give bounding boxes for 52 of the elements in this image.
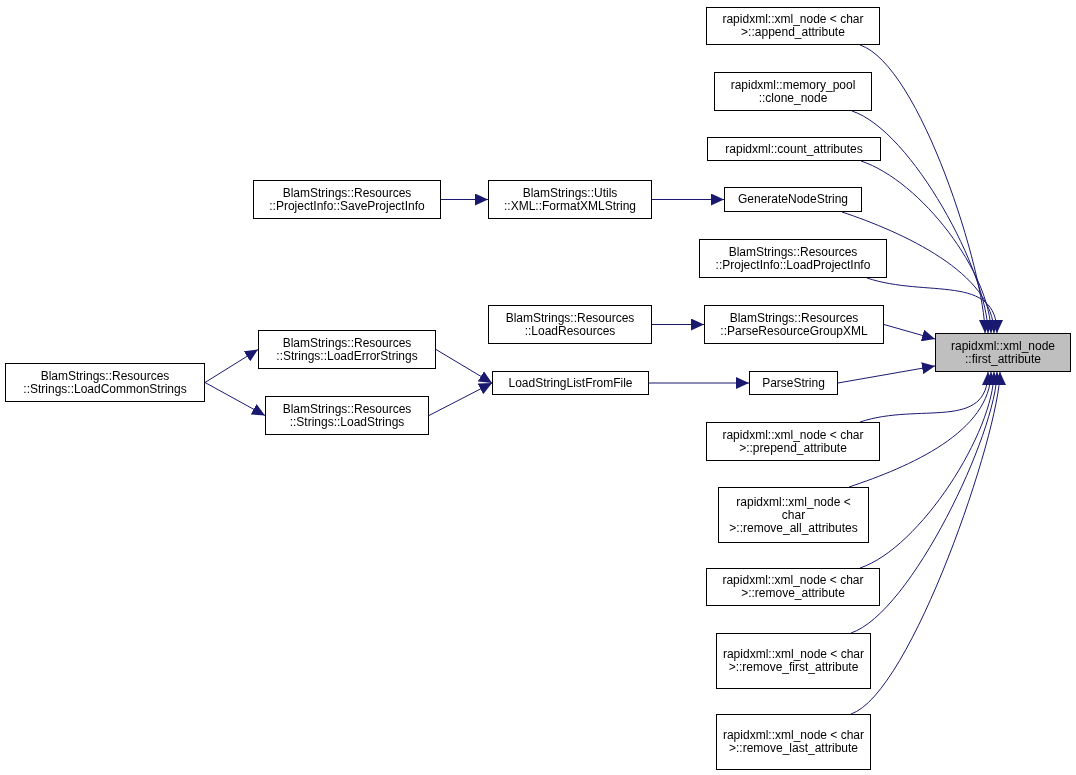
function-name: ParseString — [762, 376, 825, 390]
function-box — [265, 396, 429, 435]
function-box — [714, 72, 872, 111]
function-box — [718, 487, 869, 543]
function-box — [492, 371, 649, 395]
function-box — [699, 239, 887, 278]
arrow — [440, 193, 489, 206]
function-box — [724, 187, 862, 212]
function-name: rapidxml::xml_node < char >::append_attribute — [721, 13, 865, 39]
arrow — [204, 382, 266, 416]
arrow — [883, 324, 936, 342]
arrow — [428, 382, 493, 416]
function-name: BlamStrings::Utils ::XML::FormatXMLString — [502, 186, 637, 213]
function-name: rapidxml::memory_pool ::clone_node — [729, 78, 857, 105]
function-box — [704, 305, 884, 344]
arrow — [651, 318, 705, 331]
function-name: BlamStrings::Resources ::Strings::LoadStrings — [281, 402, 413, 429]
arrow — [648, 377, 750, 389]
function-box — [706, 568, 880, 606]
function-box — [706, 422, 880, 461]
function-name: BlamStrings::Resources ::LoadResources — [504, 311, 636, 338]
function-name: BlamStrings::Resources ::ProjectInfo::SaveProjectInfo — [268, 186, 426, 213]
function-name: GenerateNodeString — [737, 193, 849, 206]
arrow — [837, 362, 936, 384]
function-box — [706, 7, 880, 45]
function-name: rapidxml::count_attributes — [725, 142, 863, 156]
function-name: rapidxml::xml_node < char >::remove_first_attribute — [721, 648, 866, 674]
function-name: rapidxml::xml_node < char >::prepend_attribute — [721, 428, 865, 455]
function-box — [716, 633, 871, 689]
function-name: rapidxml::xml_node < char >::remove_attribute — [721, 574, 865, 600]
function-name: BlamStrings::Resources ::Strings::LoadErrorStrings — [275, 336, 419, 363]
arrow — [435, 349, 493, 384]
function-box — [5, 363, 205, 402]
function-name: BlamStrings::Resources ::ParseResourceGroupXML — [719, 311, 869, 338]
function-name: BlamStrings::Resources ::Strings::LoadCommonStrings — [22, 369, 188, 396]
function-name: rapidxml::xml_node < char >::remove_all_attributes — [728, 495, 859, 535]
function-box — [258, 330, 436, 369]
function-box — [749, 371, 838, 395]
function-box — [716, 714, 871, 770]
function-box — [488, 305, 652, 344]
function-box — [488, 180, 652, 219]
arrow — [850, 371, 1005, 715]
arrow — [866, 277, 1002, 334]
function-box — [935, 333, 1071, 372]
arrow — [204, 349, 259, 383]
function-name: rapidxml::xml_node ::first_attribute — [949, 339, 1056, 366]
function-box — [707, 137, 881, 161]
function-name: LoadStringListFromFile — [508, 376, 633, 390]
arrow — [651, 193, 725, 206]
function-box — [253, 180, 441, 219]
function-name: rapidxml::xml_node < char >::remove_last_attribute — [721, 729, 866, 755]
function-name: BlamStrings::Resources ::ProjectInfo::LoadProjectInfo — [714, 245, 872, 272]
